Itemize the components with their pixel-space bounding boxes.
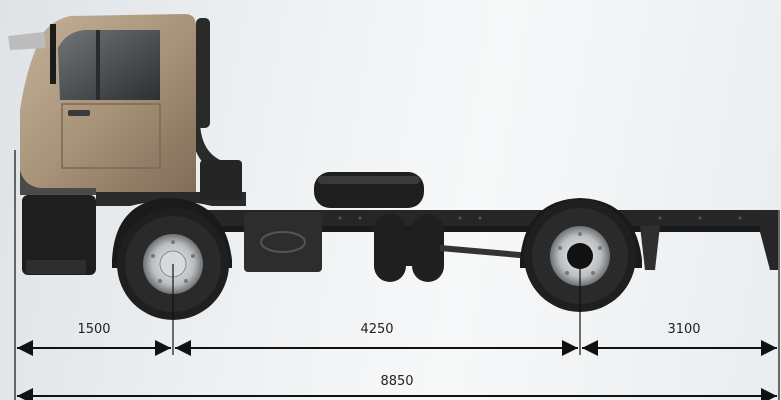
rear-wheel bbox=[520, 198, 642, 312]
air-tanks bbox=[374, 214, 444, 282]
cab bbox=[8, 14, 246, 275]
wheelbase-label: 4250 bbox=[360, 322, 394, 337]
oval-brand-emblem-icon bbox=[260, 231, 306, 253]
chassis-frame bbox=[200, 210, 778, 270]
overall-length-label: 8850 bbox=[380, 374, 414, 389]
front-overhang-label: 1500 bbox=[77, 322, 111, 337]
fuel-tank bbox=[244, 212, 322, 272]
rear-overhang-label: 3100 bbox=[667, 322, 701, 337]
spare-tire bbox=[314, 172, 424, 208]
